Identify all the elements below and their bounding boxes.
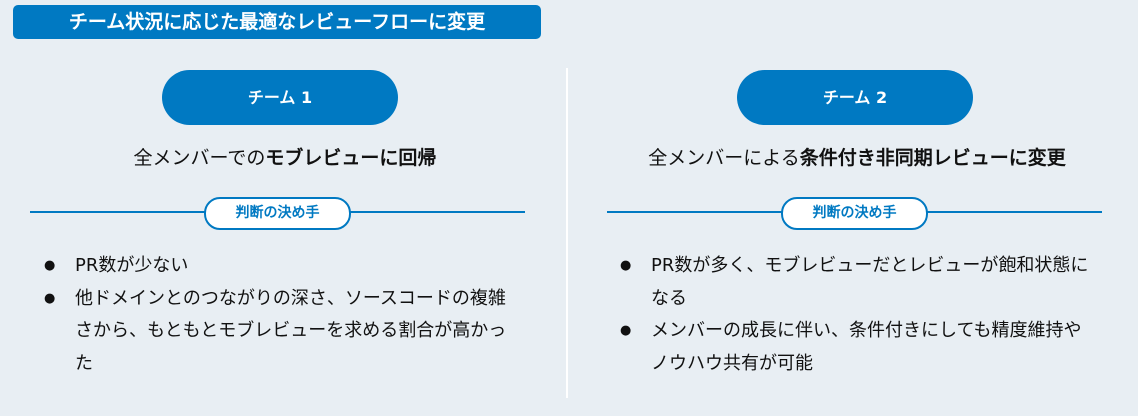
team-2-summary: 全メンバーによる条件付き非同期レビューに変更 (607, 143, 1107, 173)
team-2-reasons: PR数が多く、モブレビューだとレビューが飽和状態になる メンバーの成長に伴い、条… (620, 250, 1095, 380)
list-item: メンバーの成長に伴い、条件付きにしても精度維持やノウハウ共有が可能 (620, 315, 1095, 380)
list-item: 他ドメインとのつながりの深さ、ソースコードの複雑さから、もともとモブレビューを求… (44, 283, 514, 381)
team-1-label: チーム 1 (162, 70, 398, 125)
list-item: PR数が少ない (44, 250, 514, 283)
summary-plain: 全メンバーによる (648, 147, 800, 169)
decision-badge: 判断の決め手 (781, 197, 928, 230)
team-2-label: チーム 2 (737, 70, 973, 125)
slide-title: チーム状況に応じた最適なレビューフローに変更 (13, 5, 541, 39)
team-1-reasons: PR数が少ない 他ドメインとのつながりの深さ、ソースコードの複雑さから、もともと… (44, 250, 514, 380)
summary-plain: 全メンバーでの (133, 147, 266, 169)
summary-bold: モブレビューに回帰 (265, 147, 437, 169)
team-1-column: チーム 1 全メンバーでのモブレビューに回帰 判断の決め手 PR数が少ない 他ド… (30, 0, 530, 416)
decision-badge: 判断の決め手 (204, 197, 351, 230)
summary-bold: 条件付き非同期レビューに変更 (799, 147, 1066, 169)
column-divider (566, 68, 568, 398)
team-1-summary: 全メンバーでのモブレビューに回帰 (35, 143, 535, 173)
list-item: PR数が多く、モブレビューだとレビューが飽和状態になる (620, 250, 1095, 315)
team-2-column: チーム 2 全メンバーによる条件付き非同期レビューに変更 判断の決め手 PR数が… (607, 0, 1107, 416)
